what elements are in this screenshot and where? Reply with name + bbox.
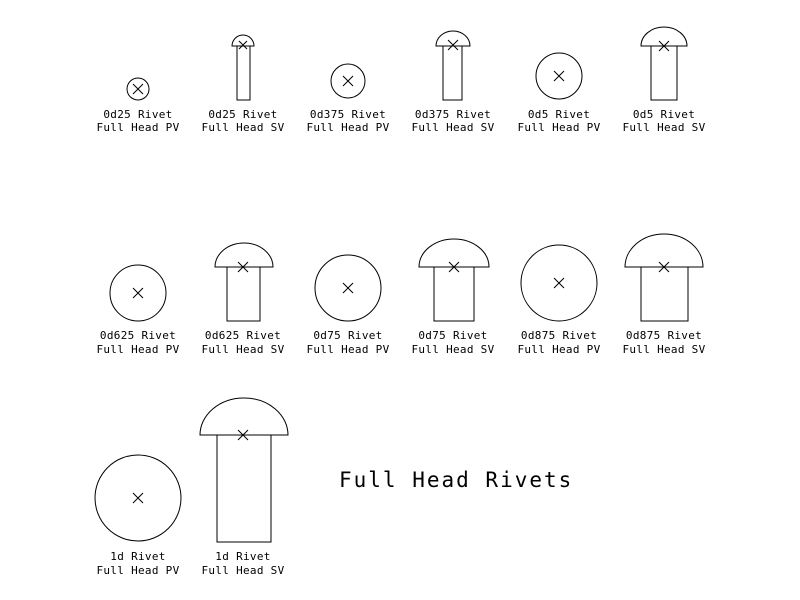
- rivet-view-label: Full Head SV: [411, 121, 494, 134]
- rivet-view-label: Full Head PV: [96, 343, 179, 356]
- rivet-0d875-plan-view: 0d875 Rivet Full Head PV: [517, 244, 600, 356]
- rivet-0d75-side-view: 0d75 Rivet Full Head SV: [411, 238, 494, 356]
- rivet-0d25-side-view: 0d25 Rivet Full Head SV: [201, 34, 284, 134]
- rivet-0d375-plan-view: 0d375 Rivet Full Head PV: [306, 63, 389, 134]
- rivet-view-label: Full Head SV: [201, 564, 284, 577]
- rivet-0d5-side-view: 0d5 Rivet Full Head SV: [622, 26, 705, 134]
- rivet-view-label: Full Head SV: [201, 121, 284, 134]
- rivet-view-label: Full Head PV: [517, 121, 600, 134]
- rivet-view-label: Full Head PV: [306, 343, 389, 356]
- rivet-0d75-plan-view: 0d75 Rivet Full Head PV: [306, 254, 389, 356]
- rivet-name-label: 0d875 Rivet: [521, 329, 597, 342]
- rivet-view-label: Full Head PV: [96, 121, 179, 134]
- rivet-name-label: 0d625 Rivet: [205, 329, 281, 342]
- rivet-view-label: Full Head PV: [306, 121, 389, 134]
- rivet-view-label: Full Head PV: [517, 343, 600, 356]
- rivet-view-label: Full Head SV: [411, 343, 494, 356]
- rivet-1d-side-view: 1d Rivet Full Head SV: [199, 397, 289, 577]
- rivet-0d625-plan-view: 0d625 Rivet Full Head PV: [96, 264, 179, 356]
- rivet-1d-plan-view: 1d Rivet Full Head PV: [94, 454, 182, 577]
- rivet-name-label: 0d75 Rivet: [418, 329, 487, 342]
- rivet-name-label: 0d5 Rivet: [633, 108, 695, 121]
- rivet-view-label: Full Head SV: [622, 121, 705, 134]
- rivet-name-label: 0d375 Rivet: [415, 108, 491, 121]
- rivet-name-label: 0d5 Rivet: [528, 108, 590, 121]
- rivet-name-label: 0d25 Rivet: [208, 108, 277, 121]
- rivet-name-label: 0d625 Rivet: [100, 329, 176, 342]
- rivet-name-label: 0d25 Rivet: [103, 108, 172, 121]
- rivet-0d375-side-view: 0d375 Rivet Full Head SV: [411, 30, 494, 134]
- rivet-name-label: 0d75 Rivet: [313, 329, 382, 342]
- rivet-view-label: Full Head PV: [96, 564, 179, 577]
- rivet-view-label: Full Head SV: [622, 343, 705, 356]
- drawing-title: Full Head Rivets: [339, 468, 573, 492]
- rivet-name-label: 1d Rivet: [215, 550, 270, 563]
- rivet-name-label: 1d Rivet: [110, 550, 165, 563]
- rivet-0d625-side-view: 0d625 Rivet Full Head SV: [201, 242, 284, 356]
- rivet-name-label: 0d875 Rivet: [626, 329, 702, 342]
- rivet-name-label: 0d375 Rivet: [310, 108, 386, 121]
- rivet-0d5-plan-view: 0d5 Rivet Full Head PV: [517, 52, 600, 134]
- rivet-0d25-plan-view: 0d25 Rivet Full Head PV: [96, 77, 179, 134]
- rivet-0d875-side-view: 0d875 Rivet Full Head SV: [622, 233, 705, 356]
- rivet-view-label: Full Head SV: [201, 343, 284, 356]
